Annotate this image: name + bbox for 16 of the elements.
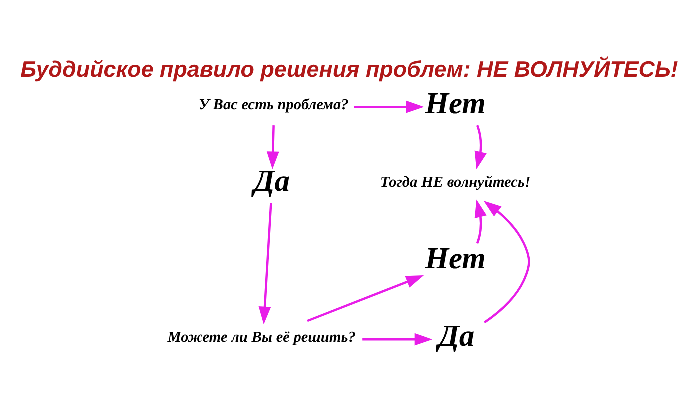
arrow: [474, 125, 487, 170]
node-text: Можете ли Вы её решить?: [168, 329, 356, 346]
arrow: [258, 203, 272, 325]
arrow: [474, 200, 487, 244]
arrow: [266, 126, 280, 170]
arrow: [362, 333, 433, 346]
node-text: Нет: [425, 242, 486, 276]
diagram-title: Буддийское правило решения проблем: НЕ ВОЛНУЙТЕСЬ!: [20, 57, 678, 82]
arrow: [354, 100, 424, 114]
arrow: [307, 276, 424, 322]
node-text: Да: [254, 164, 290, 198]
node-text: Нет: [425, 86, 486, 121]
node-text: У Вас есть проблема?: [198, 96, 349, 114]
arrow: [484, 200, 530, 324]
node-text: Тогда НЕ волнуйтесь!: [380, 174, 531, 192]
node-text: Да: [438, 319, 475, 354]
